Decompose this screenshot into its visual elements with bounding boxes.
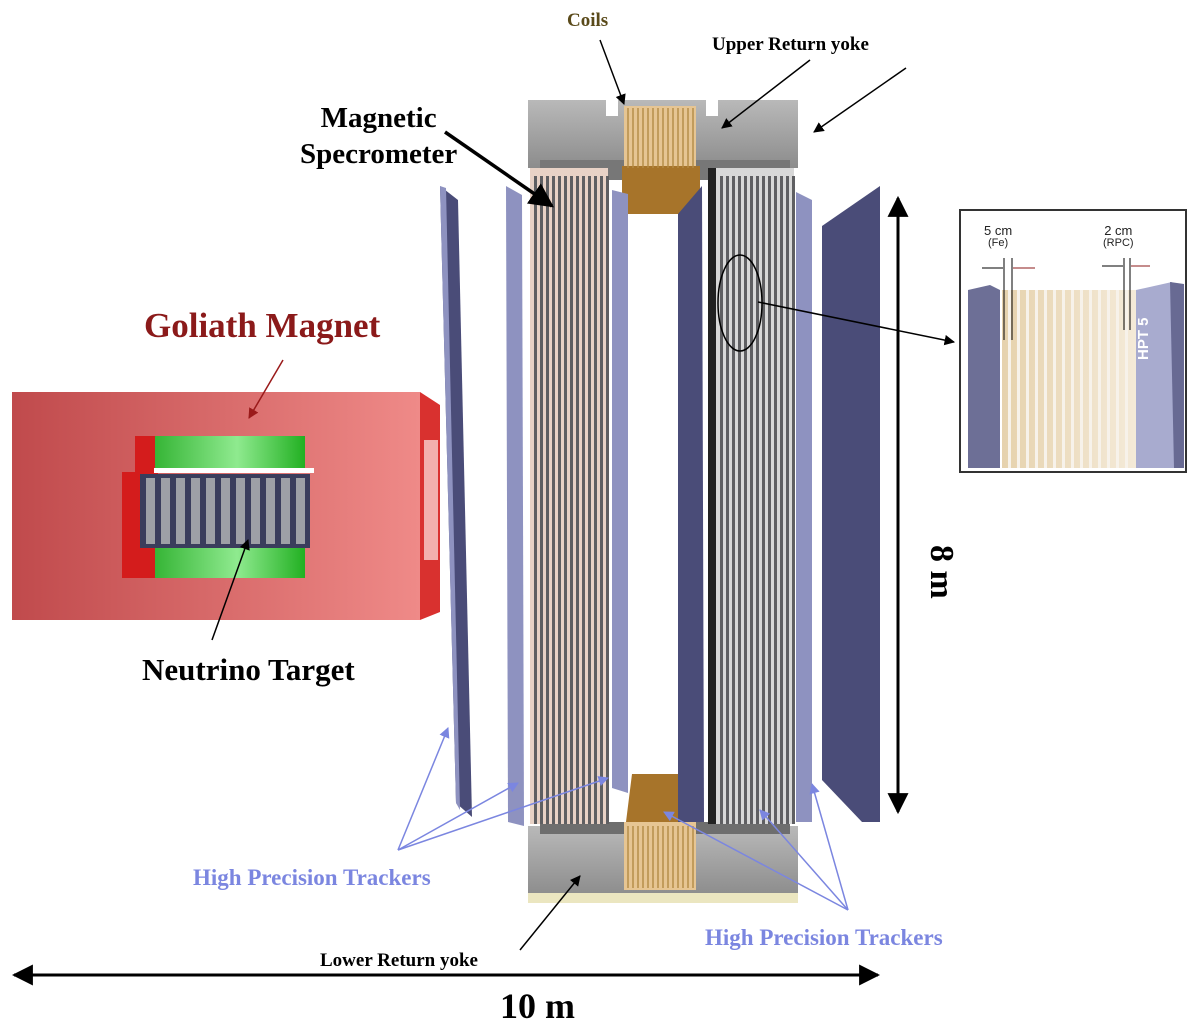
hpt-right-label: High Precision Trackers — [705, 925, 943, 950]
high-precision-tracker-1 — [440, 186, 472, 817]
height-dimension-label: 8 m — [923, 545, 960, 599]
coils-label: Coils — [567, 10, 609, 31]
spectrometer-pointer-arrow — [444, 130, 555, 208]
lower-return-yoke-label: Lower Return yoke — [320, 950, 478, 971]
neutrino-target-modules — [140, 474, 310, 548]
inset-fe-thickness: 5 cm — [984, 223, 1013, 238]
hpt-left-label: High Precision Trackers — [193, 865, 431, 890]
target-pointer-arrow — [211, 539, 250, 641]
inset-rpc-label: 2 cm (RPC) — [1103, 223, 1134, 249]
lower-yoke-pointer-arrow — [519, 875, 581, 951]
goliath-magnet-label: Goliath Magnet — [144, 306, 381, 345]
goliath-magnet — [12, 392, 440, 620]
inset-rpc-thickness: 2 cm — [1104, 223, 1133, 238]
high-precision-tracker-4 — [678, 186, 704, 822]
upper-yoke-pointer-arrow-1 — [721, 59, 811, 129]
high-precision-tracker-2 — [506, 186, 524, 826]
upper-yoke-pointer-arrow-2 — [813, 67, 907, 133]
width-dimension-label: 10 m — [500, 986, 575, 1026]
high-precision-tracker-6 — [822, 186, 880, 822]
inset-detail — [959, 209, 1187, 473]
inset-fe-material: (Fe) — [988, 237, 1009, 249]
hpt-pointer-arrows-right — [663, 782, 849, 911]
coils-upper — [622, 106, 700, 214]
goliath-pointer-arrow — [248, 359, 284, 419]
magnetic-spectrometer-line2: Specrometer — [300, 138, 458, 170]
upper-return-yoke-label: Upper Return yoke — [712, 34, 869, 55]
magnetic-spectrometer-line1: Magnetic — [320, 102, 437, 134]
magnetic-spectrometer-label: Magnetic Specrometer — [300, 100, 457, 172]
spectrometer-right-stack — [708, 168, 795, 824]
coils-pointer-arrow — [599, 39, 626, 105]
spectrometer-left-stack — [530, 168, 609, 824]
inset-rpc-material: (RPC) — [1103, 237, 1134, 249]
inset-fe-label: 5 cm (Fe) — [984, 223, 1013, 249]
neutrino-target-label: Neutrino Target — [142, 652, 355, 687]
zoom-connector-arrow — [757, 301, 956, 346]
coils-lower — [624, 774, 696, 890]
inset-tracker-name: HPT 5 — [1135, 317, 1152, 360]
high-precision-tracker-5 — [796, 192, 812, 822]
hpt-pointer-arrows-left — [397, 727, 609, 851]
high-precision-tracker-3 — [612, 190, 628, 793]
